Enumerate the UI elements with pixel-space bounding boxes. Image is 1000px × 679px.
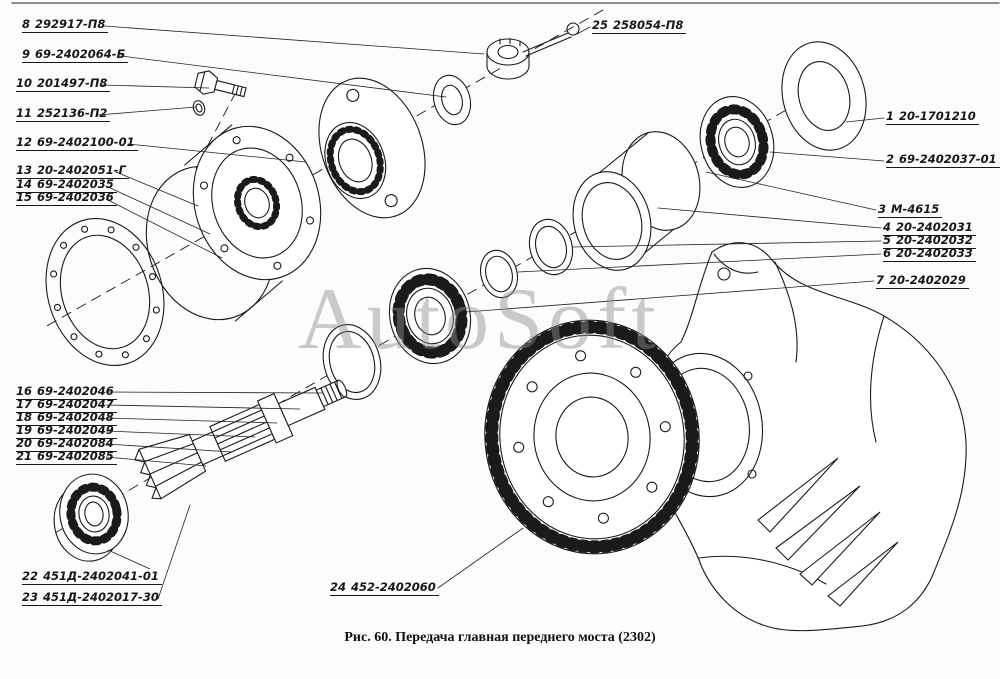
part-label-8: 8 292917-П8 [22,17,109,34]
bearing-sleeve [572,131,701,271]
outer-pinion-bearing [699,96,775,188]
part-number: 15 [16,190,33,204]
part-code: 20-1701210 [899,109,976,123]
part-number: 25 [592,18,609,32]
deflector-ring [781,41,867,151]
drive-flange [318,77,426,219]
part-label-23: 23 451Д-2402017-30 [22,590,162,607]
spacer-ring-large [528,218,574,276]
part-number: 13 [16,163,33,177]
part-code: 252136-П2 [37,106,108,120]
part-label-22: 22 451Д-2402041-01 [22,569,162,586]
part-number: 16 [16,384,33,398]
part-label-15: 15 69-2402036 [16,190,117,207]
part-label-4: 4 20-2402031 [883,220,976,237]
inner-pinion-bearing [388,267,472,365]
part-label-11: 11 252136-П2 [16,106,111,123]
part-code: 69-2402100-01 [37,135,135,149]
part-number: 18 [16,410,33,424]
part-code: 258054-П8 [613,18,684,32]
part-code: 20-2402032 [896,233,973,247]
part-number: 1 [886,109,895,123]
part-number: 2 [886,152,895,166]
part-code: 20-2402033 [896,246,973,260]
part-label-12: 12 69-2402100-01 [16,135,138,152]
leader-lines [97,25,885,600]
ring-gear [484,319,700,555]
part-label-6: 6 20-2402033 [883,246,976,263]
hub-gasket [45,217,165,367]
part-label-17: 17 69-2402047 [16,397,117,414]
part-code: 69-2402049 [37,423,114,437]
part-number: 20 [16,436,33,450]
part-number: 5 [883,233,892,247]
spacer-ring-small [479,249,519,299]
part-label-21: 21 69-2402085 [16,449,117,466]
part-code: 451Д-2402041-01 [43,569,159,583]
flange-washer [432,74,472,126]
housing-fin [757,457,839,533]
part-code: 69-2402047 [37,397,114,411]
part-label-13: 13 20-2402051-Г [16,163,129,180]
part-code: 292917-П8 [35,17,106,31]
part-code: 201497-П8 [37,76,108,90]
part-label-1: 1 20-1701210 [886,109,979,126]
part-number: 6 [883,246,892,260]
part-code: 20-2402029 [889,273,966,287]
part-number: 23 [22,590,39,604]
cotter-pin [522,22,580,57]
part-label-16: 16 69-2402046 [16,384,117,401]
housing-fin [827,541,899,607]
part-number: 3 [878,202,887,216]
bolt [194,70,247,98]
part-number: 8 [22,17,31,31]
part-number: 22 [22,569,39,583]
housing-fin [775,485,861,561]
pinion-shaft [134,379,348,500]
part-label-5: 5 20-2402032 [883,233,976,250]
part-number: 7 [876,273,885,287]
part-code: 69-2402036 [37,190,114,204]
part-number: 19 [16,423,33,437]
part-code: 69-2402064-Б [35,47,126,61]
part-number: 12 [16,135,33,149]
part-code: 69-2402048 [37,410,114,424]
part-label-25: 25 258054-П8 [592,18,687,35]
part-label-7: 7 20-2402029 [876,273,969,290]
part-code: М-4615 [891,202,940,216]
part-code: 69-2402046 [37,384,114,398]
pinion-nose-bearing [53,473,129,562]
part-code: 451Д-2402017-30 [43,590,159,604]
part-code: 452-2402060 [351,580,436,594]
part-code: 69-2402037-01 [899,152,997,166]
part-label-24: 24 452-2402060 [330,580,439,597]
part-number: 10 [16,76,33,90]
part-number: 11 [16,106,33,120]
part-label-18: 18 69-2402048 [16,410,117,427]
part-code: 69-2402084 [37,436,114,450]
part-label-19: 19 69-2402049 [16,423,117,440]
lock-washer [192,100,206,116]
part-number: 24 [330,580,347,594]
figure-caption: Рис. 60. Передача главная переднего мост… [344,630,656,645]
part-number: 17 [16,397,33,411]
part-number: 4 [883,220,892,234]
part-label-3: 3 М-4615 [878,202,943,219]
hub-body [145,124,322,322]
part-code: 20-2402051-Г [37,163,126,177]
part-code: 20-2402031 [896,220,973,234]
part-label-14: 14 69-2402035 [16,177,117,194]
part-number: 21 [16,449,33,463]
part-code: 69-2402085 [37,449,114,463]
part-number: 14 [16,177,33,191]
part-label-20: 20 69-2402084 [16,436,117,453]
part-number: 9 [22,47,31,61]
housing-fin [799,511,881,586]
part-label-9: 9 69-2402064-Б [22,47,129,64]
part-label-10: 10 201497-П8 [16,76,111,93]
part-label-2: 2 69-2402037-01 [886,152,1000,169]
part-code: 69-2402035 [37,177,114,191]
castle-nut [486,38,530,80]
